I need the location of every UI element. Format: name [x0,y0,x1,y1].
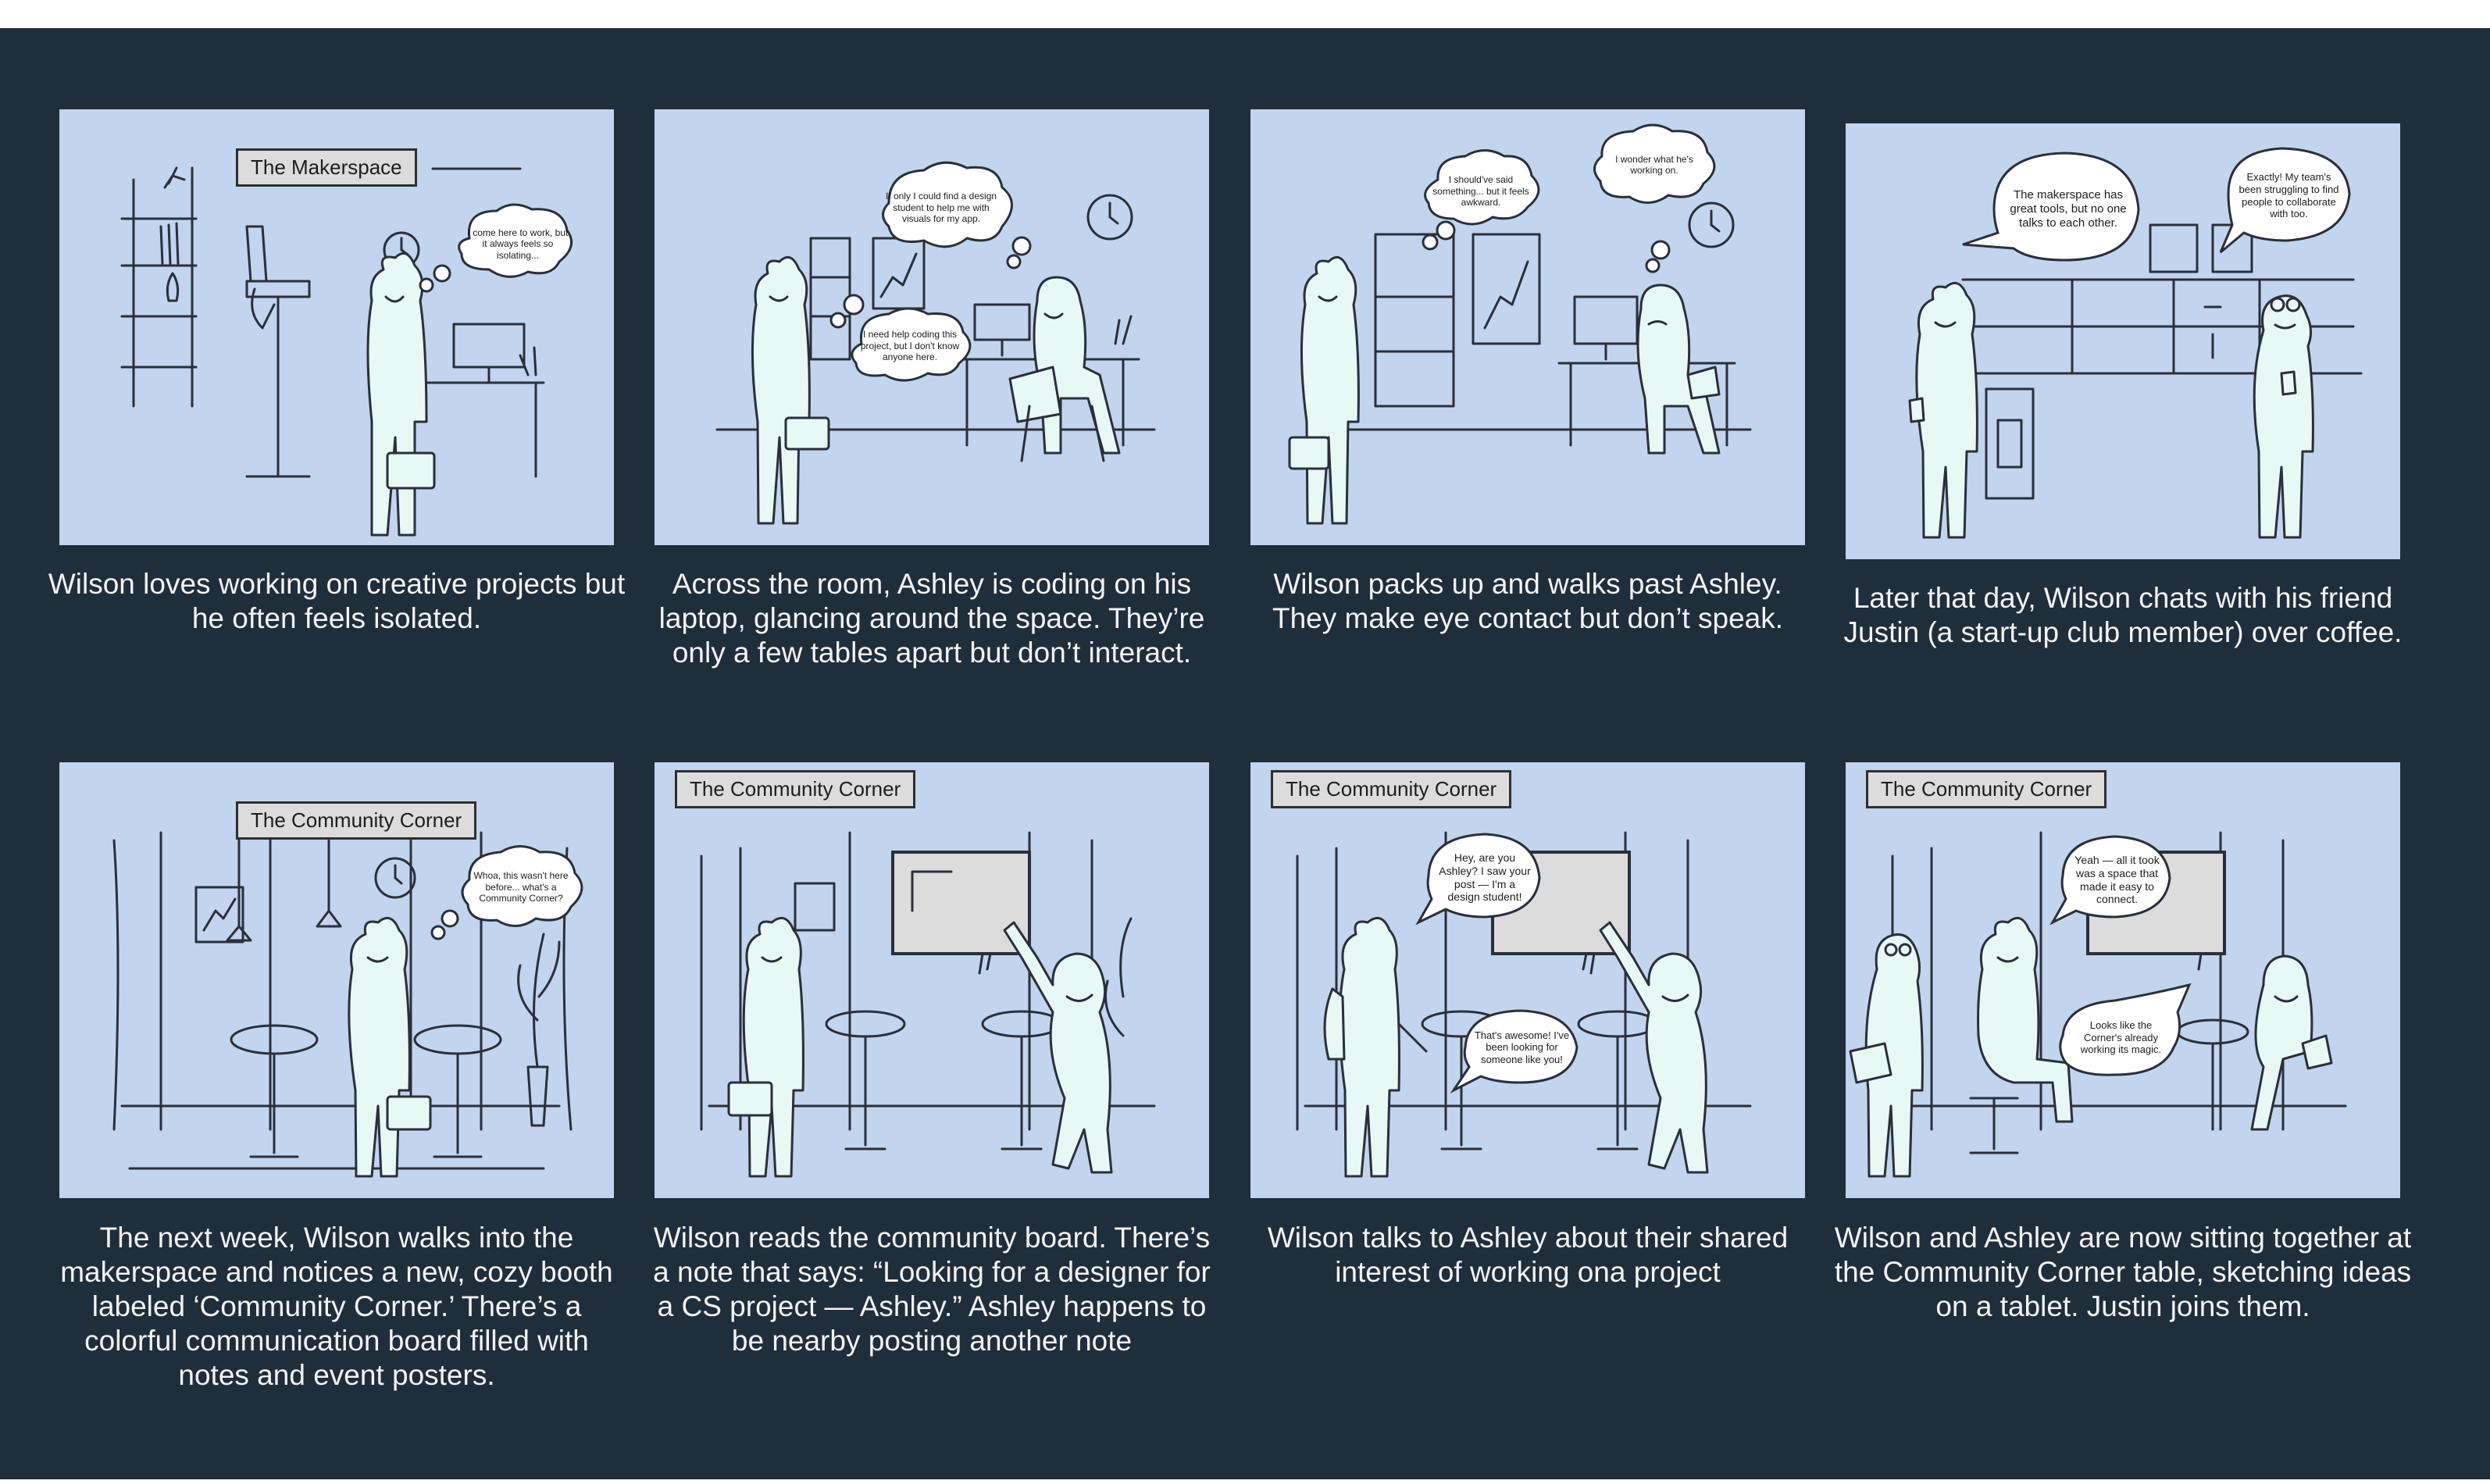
thought-bubble: I should've said something... but it fee… [1432,174,1529,209]
location-sign: The Makerspace [236,148,417,187]
panel-6-sketch [700,831,1156,1178]
panel-2: If only I could find a design student to… [655,109,1209,545]
panel-1-caption: Wilson loves working on creative project… [48,568,626,634]
speech-bubble: Hey, are you Ashley? I saw your post — I… [1439,851,1531,904]
panel-7: The Community Corner Hey, are you Ashley… [1250,762,1805,1198]
panel-4-sketch [1908,147,2363,539]
speech-bubble: Exactly! My team's been struggling to fi… [2239,171,2339,220]
location-sign: The Community Corner [675,770,916,808]
panel-2-caption: Across the room, Ashley is coding on his… [658,568,1205,669]
thought-bubble: I need help coding this project, but I d… [860,329,960,363]
panel-7-caption: Wilson talks to Ashley about their share… [1267,1222,1789,1288]
speech-bubble: Looks like the Corner's already working … [2080,1019,2162,1056]
panel-3: I should've said something... but it fee… [1250,109,1805,545]
panel-8-caption: Wilson and Ashley are now sitting togeth… [1834,1222,2412,1322]
panel-7-sketch [1296,831,1752,1178]
panel-6-caption: Wilson reads the community board. There’… [653,1222,1211,1357]
location-sign: The Community Corner [1271,770,1512,808]
thought-bubble: If only I could find a design student to… [885,191,997,225]
panel-2-sketch [715,161,1156,525]
speech-bubble: The makerspace has great tools, but no o… [2010,188,2127,230]
location-sign: The Community Corner [1866,770,2107,808]
panel-5: The Community Corner Whoa, this wasn't h… [59,762,614,1198]
storyboard: The Makerspace I come here to work, but … [0,28,2490,1479]
speech-bubble: That's awesome! I've been looking for so… [1474,1029,1570,1065]
panel-4-caption: Later that day, Wilson chats with his fr… [1843,582,2403,648]
panel-4: The makerspace has great tools, but no o… [1846,123,2400,559]
panel-8-sketch [1849,831,2347,1178]
panel-3-caption: Wilson packs up and walks past Ashley. T… [1272,568,1784,634]
thought-bubble: Whoa, this wasn't here before... what's … [473,870,569,904]
panel-5-caption: The next week, Wilson walks into the mak… [60,1222,613,1391]
panel-6: The Community Corner [655,762,1209,1198]
panel-3-sketch [1288,123,1752,525]
thought-bubble: I wonder what he's working on. [1615,153,1693,176]
panel-5-sketch [112,823,583,1178]
panel-1-sketch [120,166,573,537]
speech-bubble: Yeah — all it took was a space that made… [2074,853,2160,906]
panel-1: The Makerspace I come here to work, but … [59,109,614,545]
thought-bubble: I come here to work, but it always feels… [467,227,569,261]
panel-8: The Community Corner Yeah — all it took … [1846,762,2400,1198]
location-sign: The Community Corner [236,801,477,840]
